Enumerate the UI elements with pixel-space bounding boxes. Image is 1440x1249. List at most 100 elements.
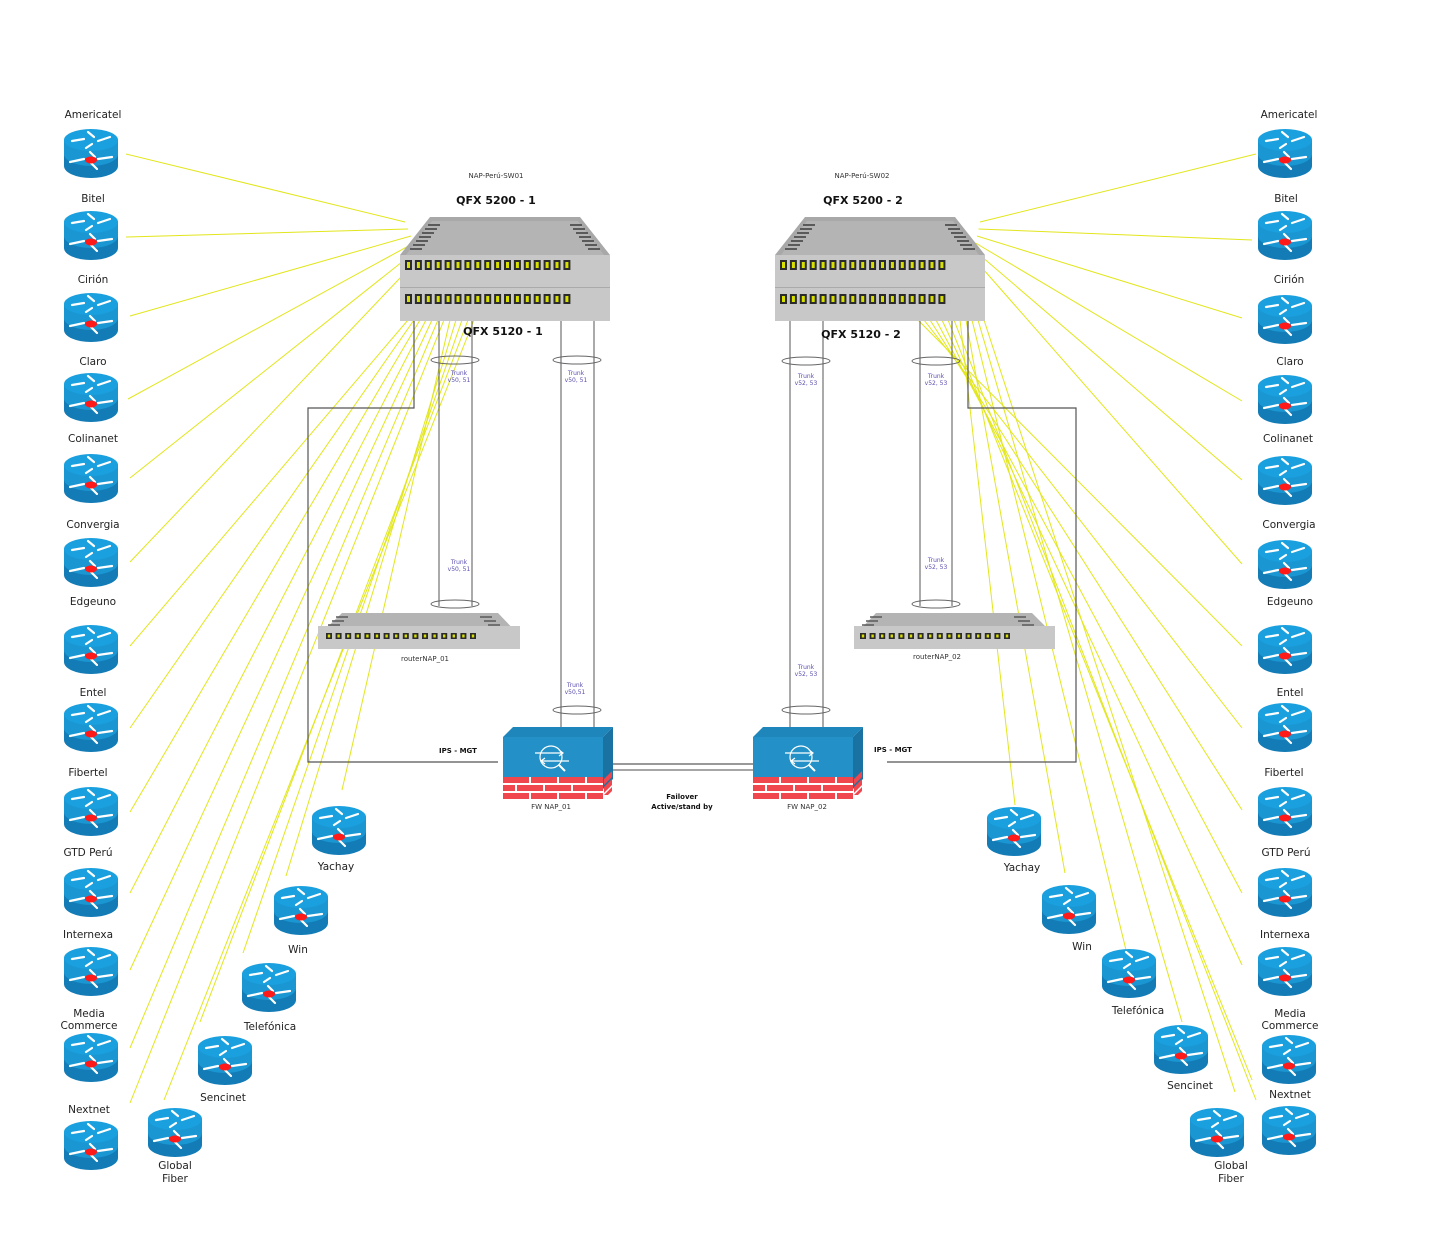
isp-uplink [923, 319, 1243, 729]
port-led [871, 262, 875, 268]
isp-uplink [129, 319, 427, 894]
isp-router-icon [242, 962, 296, 1014]
isp-node[interactable]: Internexa [63, 929, 118, 998]
port-led [871, 296, 875, 302]
firewall-1[interactable]: FW NAP_01 IPS - MGT [439, 727, 613, 811]
isp-node[interactable]: Cirión [64, 274, 118, 344]
trunk-links [438, 320, 953, 730]
port-led [486, 296, 490, 302]
isp-node[interactable]: Sencinet [1154, 1024, 1213, 1092]
trunk-label: Trunk v50,51 [565, 682, 586, 696]
isp-name: Yachay [1003, 862, 1040, 874]
isp-router-icon [1258, 867, 1312, 919]
port-led [565, 296, 569, 302]
isp-node[interactable]: Win [274, 885, 328, 956]
isp-router-icon [64, 946, 118, 998]
isp-name: Nextnet [1269, 1089, 1311, 1101]
trunk-label-line2: v50, 51 [565, 377, 588, 384]
trunk-label-line1: Trunk [797, 664, 815, 671]
port-led [385, 634, 388, 638]
isp-node[interactable]: Convergia [1258, 519, 1316, 591]
isp-node[interactable]: Claro [1258, 356, 1312, 426]
isp-uplink [129, 319, 439, 1049]
trunk-label: Trunk v50, 51 [448, 370, 471, 384]
isp-node[interactable]: Entel [1258, 687, 1312, 754]
isp-node[interactable]: Americatel [1258, 109, 1317, 180]
isp-router-icon [198, 1035, 252, 1087]
isp-node[interactable]: Sencinet [198, 1035, 252, 1104]
isp-router-icon [1258, 210, 1312, 262]
failover-label-line2: Active/stand by [651, 803, 713, 811]
isp-router-icon [1258, 946, 1312, 998]
isp-name: GTD Perú [1262, 847, 1311, 859]
isp-node[interactable]: Fibertel [64, 767, 118, 838]
isp-name: Internexa [63, 929, 113, 941]
trunk-label: Trunk v52, 53 [795, 373, 818, 387]
isp-router-icon [64, 702, 118, 754]
isp-node[interactable]: GTD Perú [64, 847, 119, 919]
isp-name: GTD Perú [64, 847, 113, 859]
port-led [452, 634, 455, 638]
isp-router-icon [1258, 624, 1312, 676]
switch-stack-1[interactable]: NAP-Perú-SW01 QFX 5200 - 1 QFX 5120 - 1 [400, 172, 610, 338]
isp-node[interactable]: Colinanet [64, 433, 118, 505]
switch-stack-2[interactable]: NAP-Perú-SW02 QFX 5200 - 2 QFX 5120 - 2 [775, 172, 985, 341]
isp-router-icon [64, 786, 118, 838]
isp-node[interactable]: GTD Perú [1258, 847, 1312, 919]
port-led [967, 634, 970, 638]
isp-node[interactable]: Edgeuno [1258, 596, 1313, 676]
isp-node[interactable]: Yachay [987, 806, 1041, 874]
isp-node[interactable]: Nextnet [64, 1104, 118, 1172]
isp-node[interactable]: Colinanet [1258, 433, 1313, 507]
port-led [462, 634, 465, 638]
router-nap-1[interactable]: routerNAP_01 [318, 613, 520, 663]
isp-node[interactable]: Yachay [312, 805, 366, 873]
router-nap-2[interactable]: routerNAP_02 [854, 613, 1055, 661]
isp-router-icon [1154, 1024, 1208, 1076]
isp-node[interactable]: Telefónica [242, 962, 296, 1033]
firewall-mgmt-label: IPS - MGT [874, 746, 912, 754]
isp-node[interactable]: Bitel [1258, 193, 1312, 262]
switch-model-bottom: QFX 5120 - 1 [463, 325, 543, 338]
trunk-label-line2: v52, 53 [795, 380, 818, 387]
isp-node[interactable]: Fibertel [1258, 767, 1312, 838]
router-name: routerNAP_01 [401, 655, 449, 663]
isp-node[interactable]: Nextnet [1262, 1089, 1316, 1157]
trunk-label-line1: Trunk [927, 373, 945, 380]
isp-node[interactable]: Cirión [1258, 274, 1312, 346]
port-led [801, 262, 805, 268]
isp-node[interactable]: Telefónica [1102, 948, 1164, 1017]
isp-name: Telefónica [1111, 1005, 1164, 1017]
firewall-2[interactable]: FW NAP_02 IPS - MGT [753, 727, 912, 811]
port-led [841, 296, 845, 302]
isp-uplink [976, 235, 1243, 319]
isp-uplink [129, 319, 433, 971]
isp-node[interactable]: Internexa [1258, 929, 1312, 998]
switch-model-bottom: QFX 5120 - 2 [821, 328, 901, 341]
port-led [910, 262, 914, 268]
port-led [456, 296, 460, 302]
port-led [407, 262, 410, 268]
port-led [515, 296, 519, 302]
isp-node[interactable]: Edgeuno [64, 596, 118, 676]
firewall-mgmt-label: IPS - MGT [439, 747, 477, 755]
isp-node[interactable]: Claro [64, 356, 118, 424]
isp-node[interactable]: Americatel [64, 109, 121, 180]
port-led [476, 296, 480, 302]
port-led [525, 262, 529, 268]
isp-uplinks [125, 153, 1257, 1104]
isp-node[interactable]: Convergia [64, 519, 120, 589]
isp-uplink [973, 249, 1243, 481]
trunk-label-line1: Trunk [927, 557, 945, 564]
isp-node[interactable]: Entel [64, 687, 118, 754]
port-led [811, 296, 815, 302]
isp-node[interactable]: Bitel [64, 193, 118, 262]
isp-router-icon [274, 885, 328, 937]
isp-node[interactable]: Win [1042, 884, 1096, 953]
isp-uplink [929, 319, 1243, 811]
isp-router-icon [64, 537, 118, 589]
